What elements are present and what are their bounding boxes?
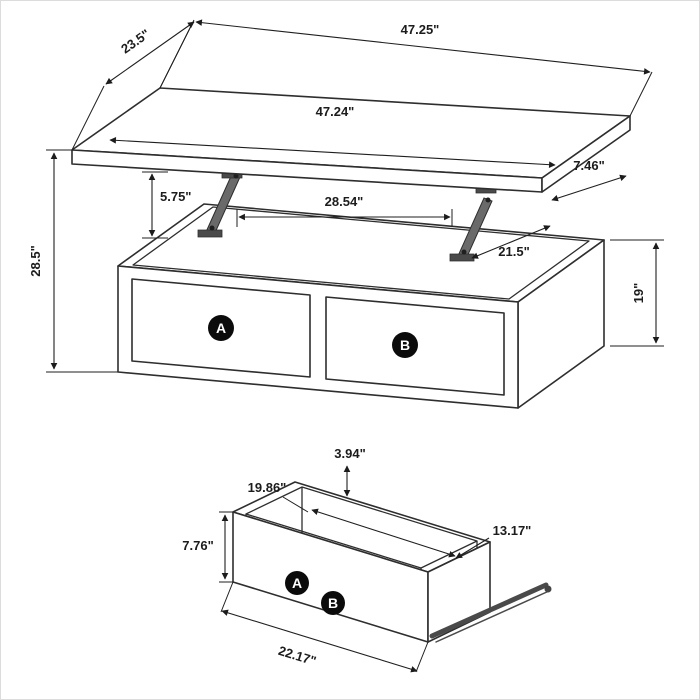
- dim-lift-offset-label: 7.46": [573, 158, 604, 173]
- dim-back-height-label: 3.94": [334, 446, 365, 461]
- table-body: [117, 203, 605, 409]
- dim-overall-height: 28.5": [28, 149, 118, 373]
- dim-overall-depth-label: 23.5": [118, 26, 152, 56]
- body-inner-rim: [132, 206, 590, 300]
- dim-outer-width-label: 22.17": [277, 643, 318, 669]
- dim-lift-height-extensions: [142, 171, 168, 239]
- lift-top-table-figure: A B 47.25" 23.5" 47.24" 5.75" 7: [28, 19, 664, 409]
- left-base-bracket: [197, 229, 223, 238]
- dim-back-height: 3.94": [334, 446, 366, 497]
- right-base-bracket: [449, 253, 475, 262]
- dim-inner-width: 28.54": [236, 194, 453, 227]
- dim-base-height-extensions: [610, 239, 664, 347]
- dim-base-height: 19": [610, 239, 664, 347]
- dim-base-height-label: 19": [631, 283, 646, 304]
- drawer-slide-rail-track: [435, 590, 550, 643]
- dim-lift-height-label: 5.75": [160, 189, 191, 204]
- dim-inner-depth-label: 21.5": [498, 244, 529, 259]
- dim-overall-width-line: [195, 19, 651, 75]
- dim-inner-length-leader: [282, 496, 309, 513]
- drawer-b-badge-bottom: B: [321, 591, 345, 615]
- left-arm-pivot-lower: [209, 225, 215, 231]
- dim-lift-height: 5.75": [142, 171, 191, 239]
- dim-inner-depth-drawer: 13.17": [455, 523, 532, 559]
- drawer-a-badge-bottom-letter: A: [292, 575, 302, 591]
- dim-overall-width-label: 47.25": [401, 22, 440, 37]
- left-arm-pivot-upper: [233, 173, 239, 179]
- dim-inner-length-line: [311, 508, 456, 558]
- drawer-b-badge: B: [392, 332, 418, 358]
- dim-inner-length: 19.86": [248, 480, 456, 558]
- drawer-a-badge-bottom: A: [285, 571, 309, 595]
- drawer-b-badge-letter: B: [400, 337, 410, 353]
- drawer-b-badge-bottom-letter: B: [328, 595, 338, 611]
- dim-inner-length-label: 19.86": [248, 480, 287, 495]
- dim-lift-offset-line: [551, 174, 627, 202]
- dim-inner-width-label: 28.54": [325, 194, 364, 209]
- dim-overall-height-extensions: [46, 149, 118, 373]
- dim-tabletop-width: 47.24": [109, 104, 556, 168]
- right-arm-pivot-lower: [461, 249, 467, 255]
- dim-front-height-label: 7.76": [182, 538, 213, 553]
- dim-inner-depth-drawer-label: 13.17": [493, 523, 532, 538]
- tabletop-right-edge: [541, 115, 631, 193]
- dim-inner-depth: 21.5": [471, 225, 551, 259]
- dim-front-height-extensions: [219, 511, 233, 583]
- drawer-slide-roller: [544, 585, 552, 593]
- dim-overall-height-label: 28.5": [28, 245, 43, 276]
- dim-inner-width-ticks: [236, 209, 453, 227]
- dim-outer-width-extensions: [220, 581, 429, 673]
- right-arm-pivot-upper: [485, 197, 491, 203]
- dim-overall-depth-line: [105, 21, 195, 85]
- drawer-a-badge-letter: A: [216, 320, 226, 336]
- dim-lift-offset: 7.46": [551, 158, 627, 202]
- drawer-box: [232, 481, 552, 643]
- drawer-a-badge-bottom-circle: [285, 571, 309, 595]
- drawer-a-badge: A: [208, 315, 234, 341]
- drawer-figure: A B 3.94" 19.86" 13.17" 7.76" 22.17": [182, 446, 552, 673]
- drawer-slide-rail: [429, 582, 549, 639]
- dim-inner-depth-line: [471, 225, 551, 259]
- drawer-b-badge-bottom-circle: [321, 591, 345, 615]
- dim-tabletop-width-line: [109, 137, 556, 168]
- dim-front-height: 7.76": [182, 511, 233, 583]
- drawer-b-badge-circle: [392, 332, 418, 358]
- dim-outer-width-line: [221, 609, 418, 673]
- dim-tabletop-width-label: 47.24": [316, 104, 355, 119]
- dim-inner-depth-drawer-leader: [455, 537, 490, 559]
- drawer-a-badge-circle: [208, 315, 234, 341]
